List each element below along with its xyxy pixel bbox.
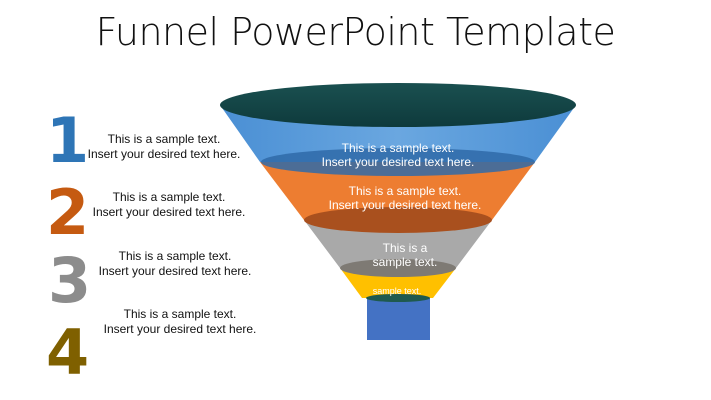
- funnel-band-orange: [260, 162, 535, 220]
- step-text-line: Insert your desired text here.: [103, 322, 257, 336]
- step-text-line: Insert your desired text here.: [98, 264, 252, 278]
- funnel-blue-text: This is a sample text.: [342, 141, 455, 155]
- step-text-line: Insert your desired text here.: [87, 147, 241, 161]
- step-number-3: 3: [48, 244, 92, 317]
- funnel-gray-text: This is a: [383, 241, 428, 255]
- funnel-stem: [367, 298, 430, 340]
- step-number-4: 4: [46, 316, 90, 389]
- band-rim: [340, 259, 456, 277]
- step-text-line: Insert your desired text here.: [92, 205, 246, 219]
- step-number-1: 1: [46, 104, 90, 177]
- stem-rim: [366, 294, 430, 302]
- step-text-line: This is a sample text.: [123, 307, 237, 321]
- funnel-band-gray: [304, 220, 492, 268]
- step-text-2: This is a sample text.Insert your desire…: [69, 190, 269, 220]
- funnel-top-opening: [220, 83, 576, 127]
- step-text-3: This is a sample text.Insert your desire…: [75, 249, 275, 279]
- funnel-orange-text: Insert your desired text here.: [329, 198, 482, 212]
- step-text-4: This is a sample text.Insert your desire…: [80, 307, 280, 337]
- step-number-2: 2: [46, 176, 90, 249]
- funnel-blue-text: Insert your desired text here.: [322, 155, 475, 169]
- band-rim: [261, 148, 535, 176]
- band-rim: [304, 207, 492, 233]
- step-text-line: This is a sample text.: [118, 249, 232, 263]
- slide-title: Funnel PowerPoint Template: [95, 10, 616, 54]
- funnel-yellow-text: sample text.: [373, 286, 422, 296]
- step-text-line: This is a sample text.: [112, 190, 226, 204]
- step-text-1: This is a sample text.Insert your desire…: [64, 132, 264, 162]
- step-text-line: This is a sample text.: [107, 132, 221, 146]
- funnel-gray-text: sample text.: [373, 255, 438, 269]
- funnel-orange-text: This is a sample text.: [349, 184, 462, 198]
